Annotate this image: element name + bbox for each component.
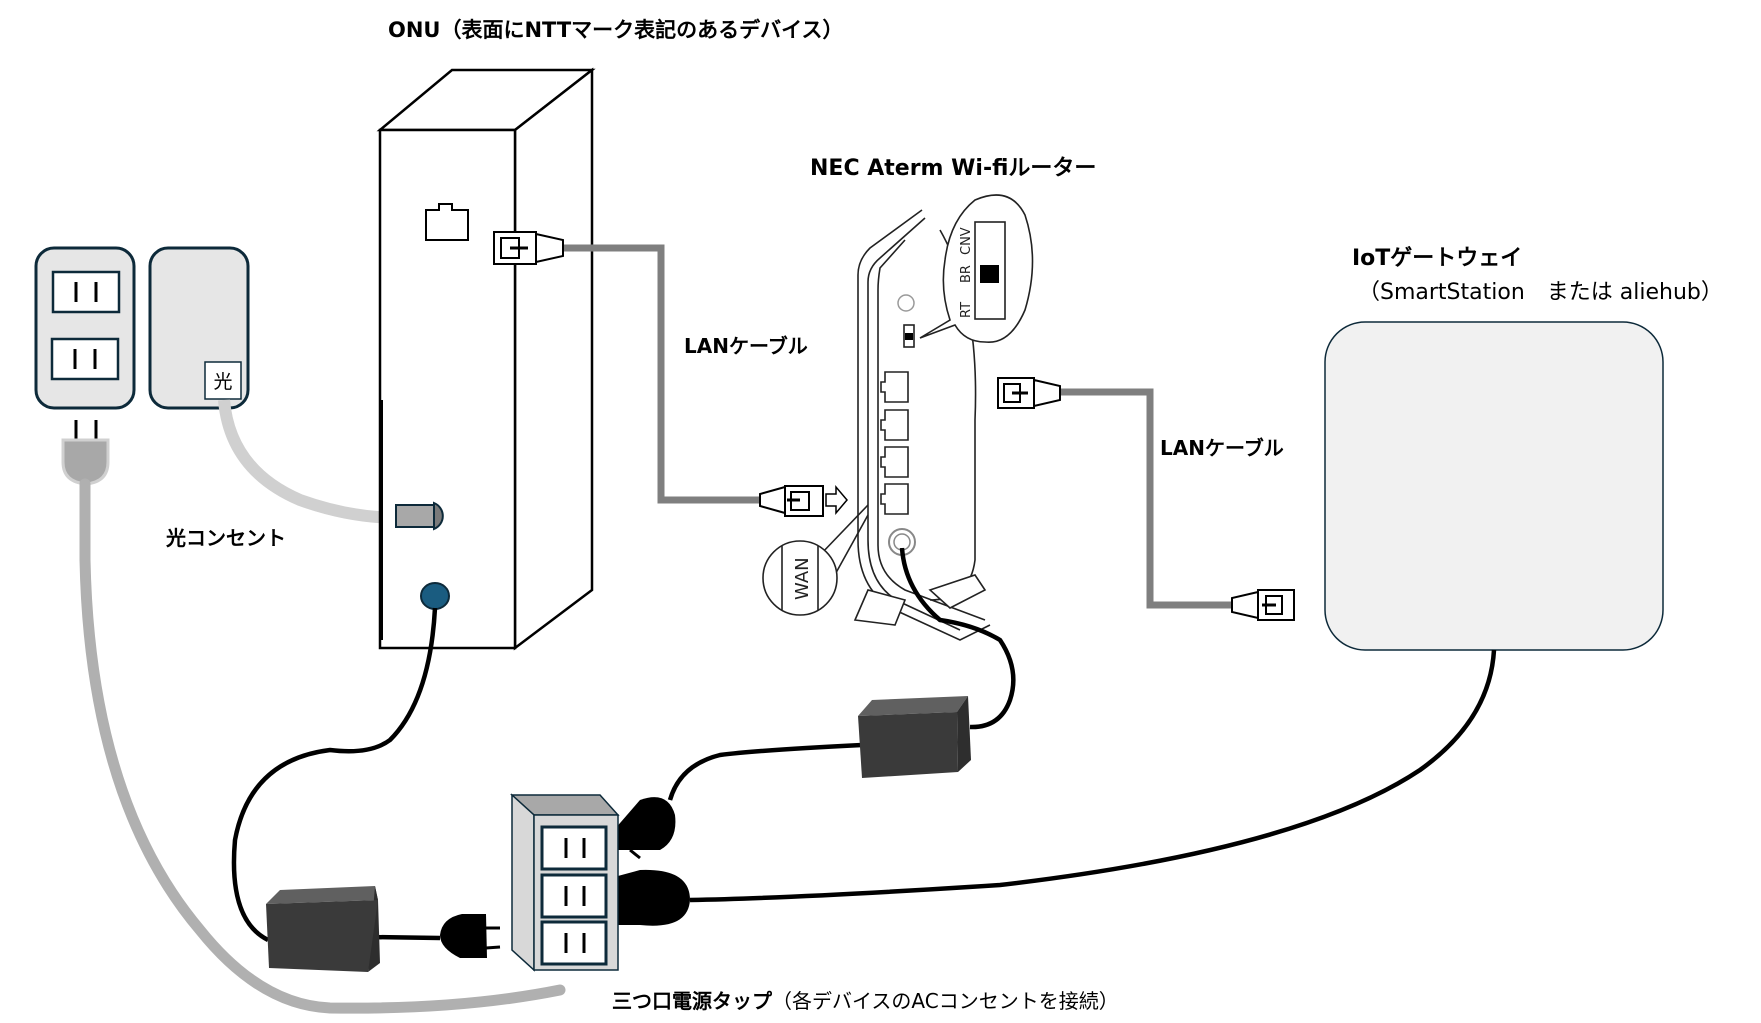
switch-label-rt: RT [959,302,974,318]
rj45-plug-router-lan [997,377,1061,409]
onu-device [376,67,596,651]
optical-mark: 光 [213,371,232,393]
power-tap-title: 三つ口電源タップ [612,989,772,1013]
router-ac-adapter [858,696,971,778]
onu-ac-adapter [266,886,380,972]
gateway-title: IoTゲートウェイ [1352,246,1523,271]
rj45-plug-router-wan [759,485,824,517]
power-tap-label: 三つ口電源タップ（各デバイスのACコンセントを接続） [612,985,1119,1014]
wall-optical-outlet [148,246,250,410]
switch-label-br: BR [959,265,974,283]
power-tap-note: （各デバイスのACコンセントを接続） [772,989,1119,1013]
plug-router-adapter [614,797,676,860]
rj45-plug-gateway [1231,589,1295,621]
power-strip-socket [540,825,608,871]
arrow-right-icon [825,484,848,516]
rj45-plug-onu [493,231,564,265]
wall-power-outlet [34,246,136,410]
router-adapter-to-tap-cord [667,742,863,801]
switch-label-cnv: CNV [959,227,974,255]
router-wan-port [880,483,909,515]
onu-power-port [420,582,450,610]
router-device [853,209,991,641]
tap-power-cord [79,478,566,1014]
wan-label: WAN [792,557,813,600]
router-title: NEC Aterm Wi-fiルーター [810,156,1097,181]
optical-outlet-label: 光コンセント [166,526,286,550]
wall-plug [61,420,110,486]
router-wan-callout [762,504,869,616]
power-strip [510,793,620,972]
power-strip-socket [540,920,608,966]
lan-cable-onu-router [560,244,760,504]
plug-onu-adapter [440,914,501,958]
router-power-cord [899,547,1016,730]
lan-cable-router-gateway [1060,388,1235,609]
fiber-cable [218,399,401,524]
router-lan-ports [880,371,909,478]
onu-power-cord [231,607,438,943]
power-strip-socket [540,873,608,919]
onu-adapter-to-tap-cord [367,934,441,941]
onu-title: ONU（表面にNTTマーク表記のあるデバイス） [388,18,844,42]
gateway-power-cord [689,649,1497,903]
lan-cable-label-1: LANケーブル [684,334,808,358]
lan-cable-label-2: LANケーブル [1160,436,1284,460]
iot-gateway-device [1324,321,1664,651]
router-mode-switch-callout [919,194,1034,343]
gateway-subtitle: （SmartStation または aliehub） [1358,280,1723,305]
